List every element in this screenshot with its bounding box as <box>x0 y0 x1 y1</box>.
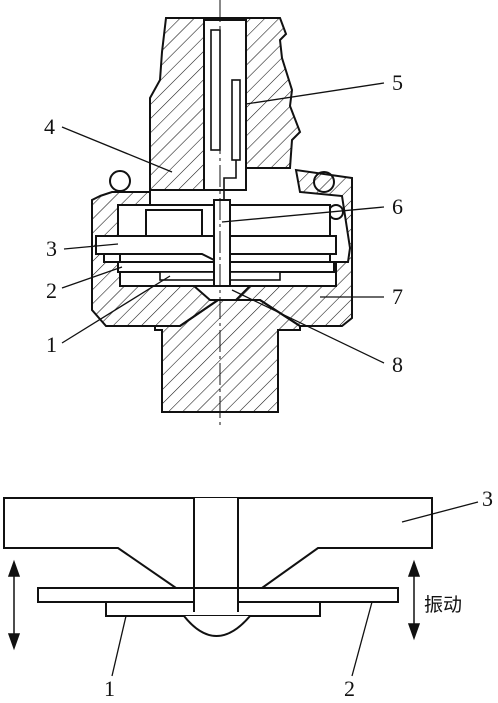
callout-2: 2 <box>46 278 57 303</box>
leader-2 <box>61 266 123 289</box>
detail-leader-1 <box>111 615 127 677</box>
mounting-stem <box>154 299 301 413</box>
cover-block <box>145 209 203 237</box>
central-post <box>213 199 231 287</box>
detail-callout-3: 3 <box>482 486 493 511</box>
terminal-lead <box>223 160 237 210</box>
callout-1: 1 <box>46 332 57 357</box>
leader-5 <box>245 82 385 105</box>
callout-5: 5 <box>392 70 403 95</box>
detail-callout-2: 2 <box>344 676 355 698</box>
leader-8 <box>231 289 385 364</box>
leader-3 <box>63 243 119 250</box>
leader-1 <box>61 275 171 344</box>
seal-ring-left <box>109 170 131 192</box>
callout-8: 8 <box>392 352 403 377</box>
callout-4: 4 <box>44 114 55 139</box>
base-cone <box>191 285 253 301</box>
detail-leader-3 <box>401 501 479 523</box>
detail-callout-1: 1 <box>104 676 115 698</box>
leader-6 <box>221 206 385 223</box>
terminal-pin-left <box>210 29 221 151</box>
callout-7: 7 <box>392 284 403 309</box>
detail-foot <box>183 615 251 637</box>
callout-3: 3 <box>46 236 57 261</box>
callout-6: 6 <box>392 194 403 219</box>
vibration-detail: 振动 3 1 2 <box>3 486 493 701</box>
leader-4 <box>61 126 173 173</box>
detail-post-cover <box>195 589 237 611</box>
detail-leader-2 <box>351 601 373 677</box>
sensor-cross-section: 4 5 6 3 2 7 1 8 <box>44 0 403 428</box>
terminal-pin-right <box>231 79 241 161</box>
connector-housing <box>149 17 302 191</box>
vibration-label: 振动 <box>424 594 462 616</box>
